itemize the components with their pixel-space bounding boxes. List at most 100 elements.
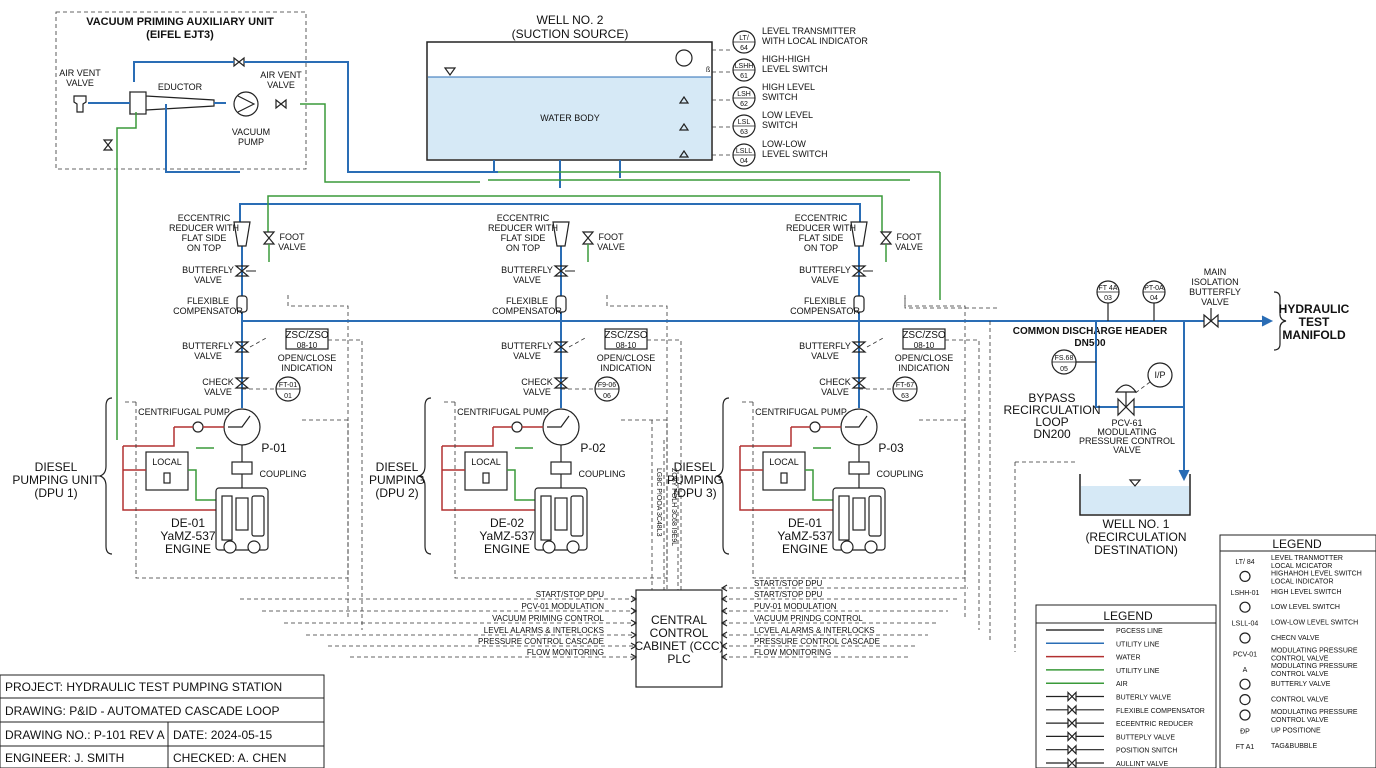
butterfly-valve-icon[interactable] xyxy=(851,265,867,277)
signal-arrow-icon xyxy=(630,595,638,603)
butterfly-2-label: BUTTERFLY xyxy=(799,341,851,351)
butterfly-valve-2-icon[interactable] xyxy=(851,341,867,353)
local-panel[interactable] xyxy=(464,451,508,491)
title-engineer: ENGINEER: J. SMITH xyxy=(5,751,124,765)
legend-a-item: POSITION SNITCH xyxy=(1116,748,1177,755)
signal-arrow-icon xyxy=(630,631,638,639)
flex-label-2: COMPENSATOR xyxy=(173,306,243,316)
eductor-inlet-icon xyxy=(129,91,147,115)
butterfly-valve-2-icon[interactable] xyxy=(234,341,250,353)
pump-impeller-icon xyxy=(228,415,251,428)
instrument-tag: LSHH xyxy=(735,63,754,70)
signal-label-left: VACUUM PRIMING CONTROL xyxy=(492,614,604,623)
zsc-signal xyxy=(866,336,886,348)
pump-tag: P-03 xyxy=(878,441,904,455)
instrument-label: HIGH LEVEL xyxy=(762,82,815,92)
instrument-label-2: LEVEL SWITCH xyxy=(762,64,828,74)
legend-b-symbol-icon xyxy=(1239,693,1251,706)
legend-a-item: AULLINT VALVE xyxy=(1116,761,1168,768)
coupling-icon xyxy=(848,461,870,475)
level-transmitter-icon xyxy=(675,49,693,67)
zsc-tag: ZSC/ZSO xyxy=(285,330,329,341)
legend-b-symbol: PCV-01 xyxy=(1233,651,1257,658)
legend-b-item-2: CONTROL VALVE xyxy=(1271,671,1329,678)
pcv-61-label-3: VALVE xyxy=(1113,445,1141,455)
butterfly-valve-2-icon[interactable] xyxy=(553,341,569,353)
foot-valve-icon[interactable] xyxy=(581,231,595,245)
eccentric-reducer-icon xyxy=(552,221,570,247)
eccentric-reducer-icon xyxy=(233,221,251,247)
foot-valve-icon[interactable] xyxy=(262,231,276,245)
well1-subtitle-1: (RECIRCULATION xyxy=(1085,530,1186,544)
fs-68-tag: FS.68 xyxy=(1055,355,1074,362)
vacuum-pump-icon[interactable] xyxy=(233,91,259,117)
legend-a-item: UTILITY LINE xyxy=(1116,668,1160,675)
engine-wheel-icon xyxy=(840,540,854,554)
butterfly-valve-icon[interactable] xyxy=(553,265,569,277)
pcv-61-tag: PCV-61 xyxy=(1111,418,1142,428)
cooling-water-lines xyxy=(441,426,543,511)
aux-unit-boundary xyxy=(55,11,307,170)
aux-top-valve-icon[interactable] xyxy=(233,56,245,68)
local-panel-label: LOCAL xyxy=(471,457,501,467)
zsc-number: 08-10 xyxy=(914,341,935,350)
signal-arrow-icon xyxy=(720,607,728,615)
check-valve-icon[interactable] xyxy=(234,377,250,389)
pump-tag: P-01 xyxy=(261,441,287,455)
reducer-label: ECCENTRIC xyxy=(497,213,550,223)
foot-valve-icon[interactable] xyxy=(879,231,893,245)
zsc-number: 08-10 xyxy=(297,341,318,350)
legend-b-symbol: A xyxy=(1243,667,1248,674)
zsc-number: 08-10 xyxy=(616,341,637,350)
legend-b-item: MODULATING PRESSURE xyxy=(1271,709,1358,716)
check-label-2: VALVE xyxy=(204,387,232,397)
instrument-tag: LSLL xyxy=(736,148,752,155)
manifold-brace-icon xyxy=(1273,291,1287,351)
unit-signal-lines xyxy=(287,295,363,630)
reducer-label-3: FLAT SIDE xyxy=(501,233,546,243)
flow-transmitter-tag: F9-06 xyxy=(598,382,616,389)
reducer-label-2: REDUCER WITH xyxy=(169,223,239,233)
butterfly-label-2: VALVE xyxy=(811,275,839,285)
legend-a-item: ECEENTRIC REDUCER xyxy=(1116,721,1193,728)
pt-0a-num: 04 xyxy=(1150,295,1158,302)
ft-pt-taps xyxy=(1107,303,1155,321)
local-panel[interactable] xyxy=(762,451,806,491)
instrument-tag: LT/ xyxy=(739,35,749,42)
foot-valve-label-2: VALVE xyxy=(597,242,625,252)
signal-label-right: VACUUM PRINDG CONTROL xyxy=(754,614,863,623)
foot-valve-label: FOOT xyxy=(599,232,624,242)
signal-arrow-icon xyxy=(720,595,728,603)
check-valve-icon[interactable] xyxy=(553,377,569,389)
foot-valve-header-line xyxy=(267,195,883,232)
zsc-tag: ZSC/ZSO xyxy=(902,330,946,341)
local-switch-icon xyxy=(780,472,788,484)
air-vent-right-valve-icon[interactable] xyxy=(275,98,287,110)
engine-utility-lines xyxy=(507,447,537,501)
signal-arrow-icon xyxy=(630,607,638,615)
air-vent-valve-icon[interactable] xyxy=(73,95,87,113)
aux-drain-valve-icon[interactable] xyxy=(102,139,114,151)
instrument-label: LOW-LOW xyxy=(762,139,806,149)
local-panel[interactable] xyxy=(145,451,189,491)
unit-signal-lines xyxy=(606,295,682,630)
engine-head-icon xyxy=(852,497,866,531)
foot-valve-label-2: VALVE xyxy=(895,242,923,252)
flex-label-2: COMPENSATOR xyxy=(492,306,562,316)
instrument-number: 04 xyxy=(740,158,748,165)
ip-label: I/P xyxy=(1154,370,1165,380)
signal-label-left: PCV-01 MODULATION xyxy=(521,602,604,611)
fs-68-num: 05 xyxy=(1060,366,1068,373)
title-date: DATE: 2024-05-15 xyxy=(173,728,272,742)
butterfly-2-label-2: VALVE xyxy=(513,351,541,361)
butterfly-2-label: BUTTERFLY xyxy=(182,341,234,351)
engine-label: ENGINE xyxy=(782,542,828,556)
engine-tag: DE-01 xyxy=(788,516,822,530)
pump-gauge-icon xyxy=(192,421,204,433)
check-valve-icon[interactable] xyxy=(851,377,867,389)
butterfly-valve-icon[interactable] xyxy=(234,265,250,277)
central-control-cabinet[interactable] xyxy=(635,589,723,688)
butterfly-2-label: BUTTERFLY xyxy=(501,341,553,351)
legend-b-item: CONTROL VALVE xyxy=(1271,697,1329,704)
